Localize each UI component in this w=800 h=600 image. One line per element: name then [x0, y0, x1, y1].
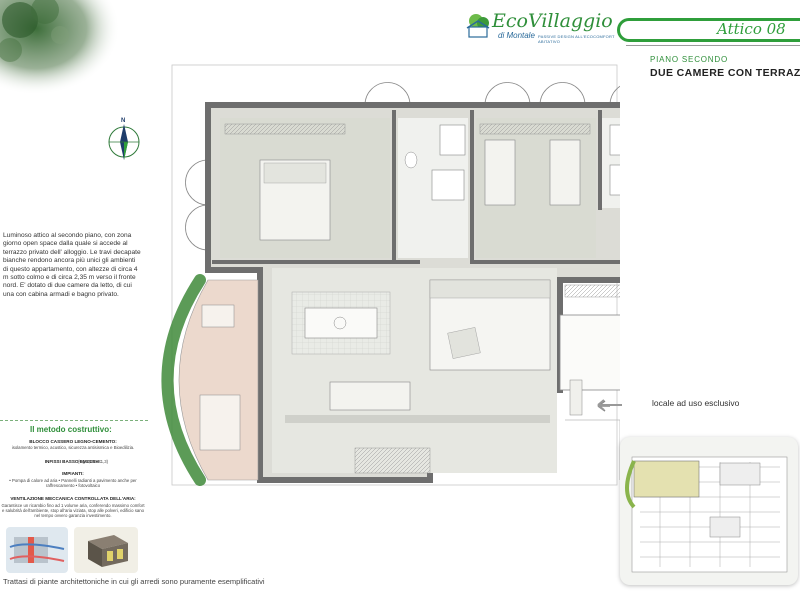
unit-title: Attico 08 [717, 20, 786, 38]
brand-logo: EcoVillaggio di Montale PASSIVE DESIGN A… [466, 10, 616, 44]
method-title: Il metodo costruttivo: [30, 425, 112, 434]
exclusive-room-label: locale ad uso esclusivo [652, 398, 740, 408]
floor-plan [140, 60, 780, 500]
method-heading-3: IMPIANTI: [62, 471, 84, 476]
apartment-description: Luminoso attico al secondo piano, con zo… [3, 232, 141, 298]
method-heading-1: BLOCCO CASSERO LEGNO-CEMENTO: [29, 439, 117, 444]
compass: N [104, 118, 144, 166]
unit-type: DUE CAMERE CON TERRAZZO [650, 67, 800, 79]
floor-label: PIANO SECONDO [650, 55, 728, 64]
tree-decoration [0, 0, 120, 95]
brand-sub: di Montale [498, 31, 535, 40]
brand-name: EcoVillaggio [492, 10, 613, 32]
method-text-2: (Ug 1,1 Uw 1,3) [77, 459, 109, 464]
building-location-thumbnail [620, 437, 798, 585]
house-tree-icon [466, 14, 490, 38]
header-divider [626, 45, 800, 46]
arrow-left-icon [592, 398, 624, 412]
method-heading-2: INFISSI BASSO EMISSIVI: [44, 459, 102, 464]
compass-north-label: N [121, 118, 126, 124]
wall-section-illustration [6, 527, 68, 573]
formwork-block-illustration [74, 527, 138, 573]
brand-tagline: PASSIVE DESIGN ALL'ECOCOMFORT ABITATIVO [538, 34, 615, 44]
disclaimer-footnote: Trattasi di piante architettoniche in cu… [3, 577, 265, 586]
unit-title-bar: Attico 08 [617, 18, 800, 42]
method-heading-4: VENTILAZIONE MECCANICA CONTROLLATA DELL'… [10, 496, 136, 501]
method-text-3: • Pompa di calore ad aria • Pannelli rad… [9, 478, 137, 489]
method-text-1: isolamento termico, acustico, sicurezza … [11, 445, 135, 450]
method-text-4: Garantisce un ricambio fino ad 1 volume … [1, 503, 145, 519]
method-section: BLOCCO CASSERO LEGNO-CEMENTO: isolamento… [0, 420, 148, 581]
